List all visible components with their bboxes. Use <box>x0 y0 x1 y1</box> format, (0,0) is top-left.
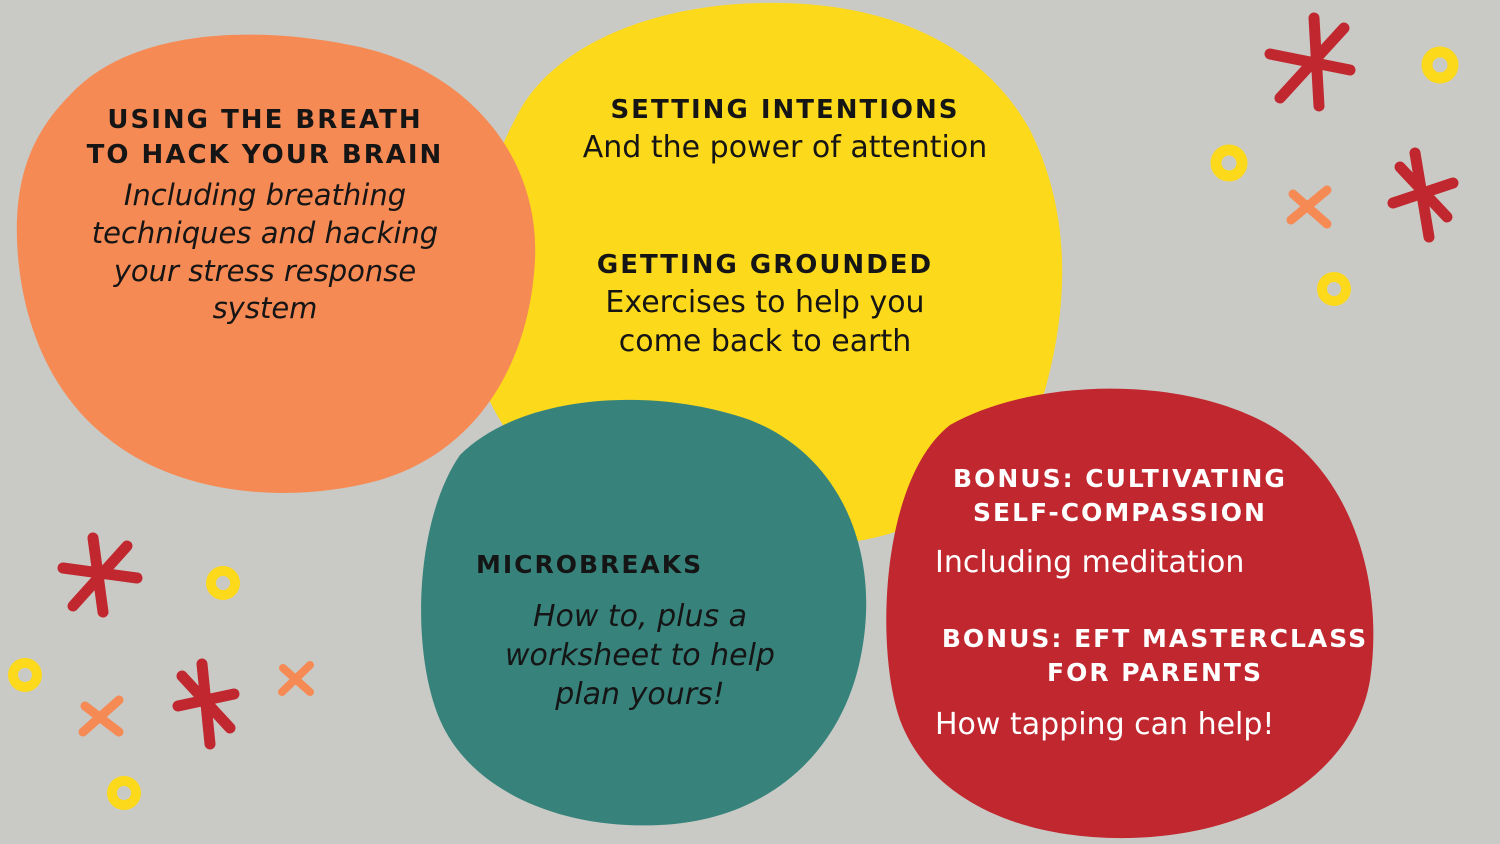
breath-module: USING THE BREATH TO HACK YOUR BRAIN Incl… <box>45 103 485 328</box>
orange-cross-icon <box>1286 185 1332 229</box>
compassion-heading-line1: BONUS: CULTIVATING <box>953 464 1287 493</box>
eft-heading-line1: BONUS: EFT MASTERCLASS <box>941 624 1369 653</box>
breath-heading-line1: USING THE BREATH <box>107 105 423 135</box>
yellow-ring-icon <box>107 776 141 810</box>
yellow-ring-icon <box>1421 46 1459 84</box>
grounded-module: GETTING GROUNDED Exercises to help you c… <box>545 248 985 361</box>
grounded-description-line2: come back to earth <box>618 324 912 360</box>
grounded-description-line1: Exercises to help you <box>605 285 925 321</box>
breath-description-line3: your stress response <box>113 253 417 288</box>
red-asterisk-icon <box>1387 147 1459 243</box>
eft-module: BONUS: EFT MASTERCLASS FOR PARENTS <box>935 622 1375 690</box>
grounded-heading: GETTING GROUNDED <box>596 250 934 280</box>
microbreaks-description: How to, plus a worksheet to help plan yo… <box>470 597 810 714</box>
eft-description-block: How tapping can help! <box>935 705 1355 744</box>
red-asterisk-icon <box>57 532 143 618</box>
yellow-ring-icon <box>1210 144 1248 182</box>
intentions-module: SETTING INTENTIONS And the power of atte… <box>545 93 1025 167</box>
microbreaks-description-line3: plan yours! <box>555 677 725 712</box>
breath-description-line1: Including breathing <box>123 178 407 213</box>
microbreaks-description-line1: How to, plus a <box>532 599 748 634</box>
teal-blob <box>421 399 867 826</box>
eft-heading-line2: FOR PARENTS <box>1047 657 1263 687</box>
red-asterisk-icon <box>1264 12 1356 112</box>
breath-heading-line2: TO HACK YOUR BRAIN <box>86 140 444 171</box>
intentions-heading: SETTING INTENTIONS <box>610 95 960 125</box>
orange-cross-icon <box>78 695 124 737</box>
microbreaks-module: MICROBREAKS <box>470 548 810 582</box>
compassion-heading-line2: SELF-COMPASSION <box>973 497 1267 527</box>
red-blob <box>886 388 1374 839</box>
breath-description-line2: techniques and hacking <box>91 215 439 250</box>
eft-description: How tapping can help! <box>935 707 1275 742</box>
breath-description-line4: system <box>212 291 318 326</box>
orange-blob <box>16 34 536 493</box>
red-asterisk-icon <box>172 658 240 750</box>
intentions-description: And the power of attention <box>582 130 988 166</box>
compassion-description: Including meditation <box>935 545 1245 580</box>
yellow-ring-icon <box>1317 272 1351 306</box>
microbreaks-description-line2: worksheet to help <box>505 638 775 673</box>
yellow-ring-icon <box>206 566 240 600</box>
microbreaks-heading: MICROBREAKS <box>476 550 704 579</box>
compassion-description-block: Including meditation <box>935 543 1315 582</box>
yellow-ring-icon <box>8 658 42 692</box>
compassion-module: BONUS: CULTIVATING SELF-COMPASSION <box>925 462 1315 530</box>
orange-cross-icon <box>278 661 314 696</box>
